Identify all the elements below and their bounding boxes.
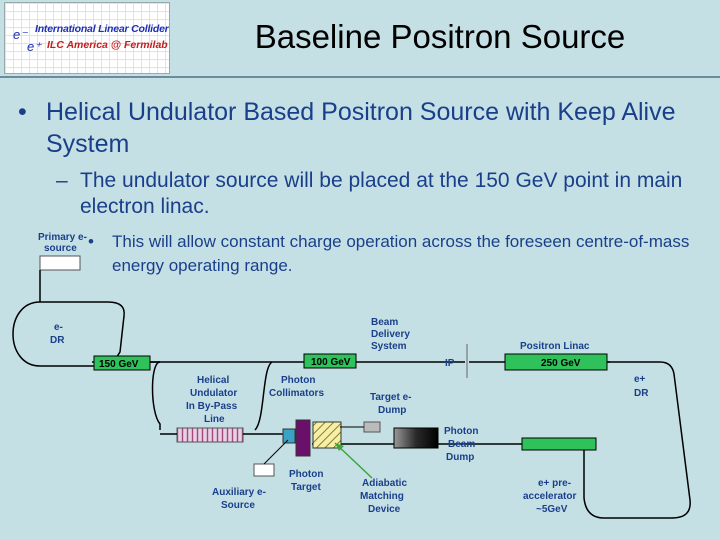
label-e-dr: e-: [54, 322, 63, 333]
primary-source-box: [39, 255, 81, 271]
label-auxiliary-source: Source: [221, 500, 255, 511]
label-beam-delivery: Delivery: [371, 329, 410, 340]
label-ip: IP: [445, 358, 455, 369]
label-photon-beam-dump: Dump: [446, 452, 474, 463]
label-preaccelerator: accelerator: [523, 491, 576, 502]
label-p-dr: DR: [634, 388, 649, 399]
label-adiabatic: Device: [368, 504, 401, 515]
title-divider: [0, 76, 720, 78]
label-photon-beam-dump: Photon: [444, 426, 478, 437]
label-primary-source: source: [44, 243, 77, 254]
label-helical-undulator: Undulator: [190, 388, 237, 399]
label-adiabatic: Matching: [360, 491, 404, 502]
bullet-marker: •: [18, 98, 27, 126]
bullet-marker: •: [88, 232, 94, 251]
label-adiabatic: Adiabatic: [362, 478, 407, 489]
photon-beam-dump: [393, 427, 439, 449]
logo-grid: [5, 3, 169, 73]
logo-positron-symbol: e⁺: [27, 39, 42, 54]
ilc-logo: e⁻ e⁺ International Linear Collider ILC …: [4, 2, 170, 74]
auxiliary-line: [263, 439, 289, 465]
target-electron-dump: [363, 421, 381, 433]
logo-electron-symbol: e⁻: [13, 27, 28, 42]
label-helical-undulator: In By-Pass: [186, 401, 238, 412]
label-positron-linac: Positron Linac: [520, 341, 590, 352]
helical-undulator-magnet: [176, 427, 244, 443]
label-beam-delivery: Beam: [371, 317, 398, 328]
label-helical-undulator: Line: [204, 414, 225, 425]
photon-collimator: [282, 428, 296, 444]
linac-150gev: [93, 355, 151, 371]
auxiliary-source-box: [253, 463, 275, 477]
label-primary-source: Primary e-: [38, 232, 87, 243]
label-150gev: 150 GeV: [99, 359, 139, 370]
label-preaccelerator: ~5GeV: [536, 504, 568, 515]
logo-line1: International Linear Collider: [35, 23, 169, 35]
label-250gev: 250 GeV: [541, 358, 581, 369]
bullet-text: Helical Undulator Based Positron Source …: [46, 98, 676, 158]
bullet-text: The undulator source will be placed at t…: [80, 169, 683, 218]
label-e-dr: DR: [50, 335, 65, 346]
label-target-dump: Target e-: [370, 392, 412, 403]
photon-target-wheel: [295, 419, 311, 457]
label-photon-target: Target: [291, 482, 321, 493]
arrow-head: [335, 443, 344, 451]
positron-damping-ring: [583, 361, 691, 519]
label-auxiliary-source: Auxiliary e-: [212, 487, 266, 498]
label-photon-collimators: Photon: [281, 375, 315, 386]
label-helical-undulator: Helical: [197, 375, 229, 386]
label-beam-delivery: System: [371, 341, 407, 352]
preaccelerator-bar: [521, 437, 597, 451]
label-preaccelerator: e+ pre-: [538, 478, 571, 489]
label-p-dr: e+: [634, 374, 646, 385]
linac-100gev: [303, 353, 357, 369]
logo-line2: ILC America @ Fermilab: [47, 39, 168, 51]
bypass-out: [254, 361, 273, 431]
label-target-dump: Dump: [378, 405, 406, 416]
label-photon-beam-dump: Beam: [448, 439, 475, 450]
label-photon-target: Photon: [289, 469, 323, 480]
slide-title: Baseline Positron Source: [254, 18, 626, 55]
label-photon-collimators: Collimators: [269, 388, 324, 399]
bullet-marker: –: [56, 169, 68, 192]
label-100gev: 100 GeV: [311, 357, 351, 368]
bullet-text: This will allow constant charge operatio…: [112, 232, 690, 275]
bypass-in: [151, 361, 161, 430]
